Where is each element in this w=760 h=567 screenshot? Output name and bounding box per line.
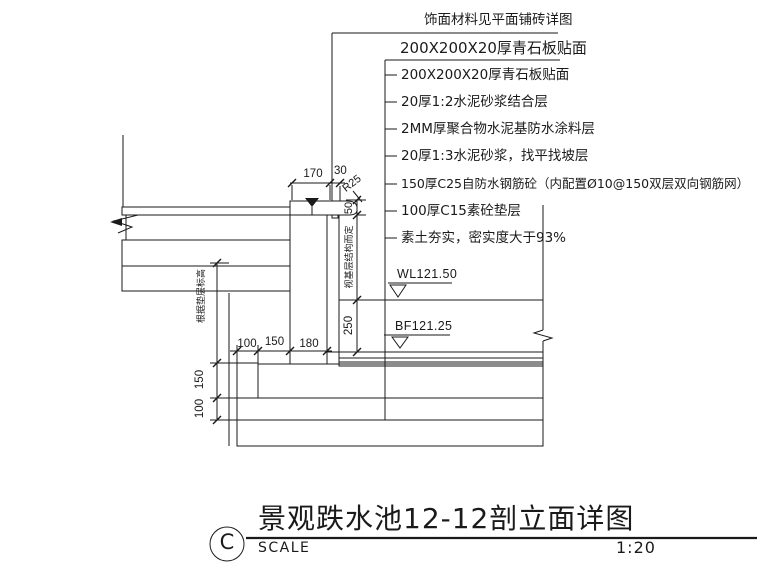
callout-leaders: [331, 32, 560, 420]
right-cut-line: [532, 205, 554, 446]
c25-slab: [257, 363, 544, 399]
break-line-icon: [112, 214, 139, 234]
water-level-marker: [339, 282, 543, 301]
callout-layer-7: 素土夯实，密实度大于93%: [401, 230, 567, 246]
callout-layer-1: 200X200X20厚青石板贴面: [401, 67, 570, 83]
dim-top: [287, 178, 363, 203]
terrace-concrete-layer: [125, 214, 291, 241]
terrace-stone-layer: [121, 206, 291, 216]
dim-170: 170: [303, 168, 323, 180]
dim-30: 30: [334, 165, 347, 177]
break-arrow-icon: [110, 218, 122, 226]
dim-250: 250: [343, 315, 355, 336]
dim-right-chain: [346, 195, 366, 357]
note-pool-vertical: 视基层结构而定: [345, 225, 355, 289]
rammed-earth: [236, 419, 544, 447]
basin-floor-label: BF121.25: [395, 319, 453, 333]
dim-50: 50: [343, 201, 355, 215]
terrace-level-icon: [305, 198, 319, 215]
detail-ref-letter: C: [219, 530, 235, 554]
c15-cushion: [236, 397, 544, 421]
scale-value: 1:20: [616, 538, 656, 557]
detail-ref-circle: [209, 526, 245, 562]
callout-coping-note: 200X200X20厚青石板贴面: [400, 39, 587, 57]
wl-triangle-icon: [389, 284, 407, 298]
dim-150-vert: 150: [194, 369, 206, 390]
callout-layer-4: 20厚1:3水泥砂浆，找平找坡层: [401, 148, 589, 164]
dim-bottom-horizontal: [230, 345, 332, 398]
callout-layer-2: 20厚1:2水泥砂浆结合层: [401, 94, 548, 110]
dim-100-vert: 100: [194, 398, 206, 419]
callout-layer-3: 2MM厚聚合物水泥基防水涂料层: [401, 121, 595, 137]
pool-floor-section: [228, 293, 544, 447]
dim-100-horiz: 100: [237, 338, 257, 350]
basin-floor-marker: [384, 334, 450, 349]
water-level-label: WL121.50: [397, 267, 458, 281]
wall-waterproofing-layer: [326, 214, 340, 353]
note-left-vertical: 根据垫层标高: [197, 269, 207, 324]
bf-triangle-icon: [391, 336, 409, 349]
callout-layer-6: 100厚C15素砼垫层: [401, 203, 521, 219]
floor-stone-layer: [338, 351, 544, 359]
dim-left-chain: [210, 258, 258, 425]
scale-label: SCALE: [258, 540, 311, 556]
callout-top-note: 饰面材料见平面铺砖详图: [424, 12, 573, 28]
drawing-title: 景观跌水池12-12剖立面详图: [258, 502, 635, 535]
dim-150-horiz: 150: [264, 336, 285, 348]
callout-layer-5: 150厚C25自防水钢筋砼（内配置Ø10@150双层双向钢筋网）: [401, 176, 750, 191]
dim-180: 180: [299, 338, 319, 350]
